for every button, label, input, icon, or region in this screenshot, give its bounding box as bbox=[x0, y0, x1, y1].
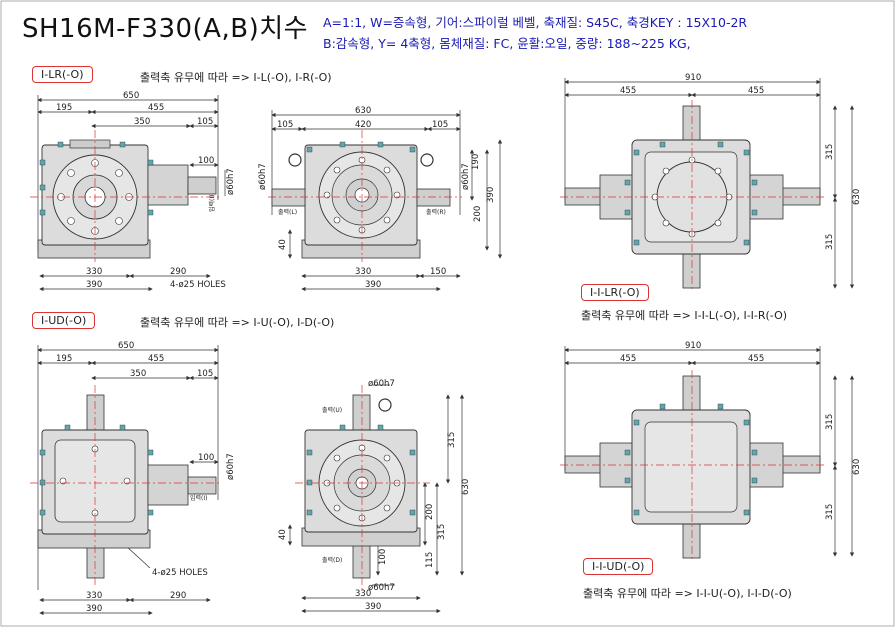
dim-left: 455 bbox=[620, 354, 636, 364]
dim-shaft: 105 bbox=[197, 117, 213, 127]
dim-right: 455 bbox=[748, 86, 764, 96]
dim-base2: 150 bbox=[430, 267, 446, 277]
dim-h630: 630 bbox=[461, 479, 471, 495]
view-tag-iilr: I-I-LR(-O) bbox=[581, 284, 649, 301]
spec-line-2: B:감속형, Y= 4축형, 몸체재질: FC, 윤활:오일, 중량: 188~… bbox=[323, 36, 691, 51]
label-input: 입력(I) bbox=[208, 195, 216, 213]
dim-h40: 40 bbox=[278, 239, 288, 250]
dim-dia: ø60h7 bbox=[226, 168, 236, 195]
dim-base3: 390 bbox=[365, 602, 381, 612]
view-tag-ilr: I-LR(-O) bbox=[32, 66, 93, 83]
dim-a: 105 bbox=[277, 120, 293, 130]
dim-h315: 315 bbox=[447, 432, 457, 448]
dim-total: 630 bbox=[355, 106, 371, 116]
dim-shaft2: 100 bbox=[198, 156, 214, 166]
dim-mid: 350 bbox=[130, 369, 146, 379]
dim-v1: 315 bbox=[825, 414, 835, 430]
dim-holes: 4-ø25 HOLES bbox=[170, 280, 226, 290]
view-note-iiud: 출력축 유무에 따라 => I-I-U(-O), I-I-D(-O) bbox=[583, 587, 792, 600]
dim-h115: 115 bbox=[425, 552, 435, 568]
dim-h100: 100 bbox=[378, 549, 388, 565]
label-out-left: 출력(L) bbox=[278, 208, 297, 216]
view-note-iud: 출력축 유무에 따라 => I-U(-O), I-D(-O) bbox=[140, 316, 335, 329]
dim-base3: 390 bbox=[365, 280, 381, 290]
view-tag-iud: I-UD(-O) bbox=[32, 312, 96, 329]
dim-left: 455 bbox=[620, 86, 636, 96]
dim-dia: ø60h7 bbox=[226, 453, 236, 480]
gearbox-view-iud-side: ø60h7 ø60h7 315 630 200 315 115 100 40 3… bbox=[278, 379, 471, 614]
dim-base3: 390 bbox=[86, 280, 102, 290]
view-tag-iiud: I-I-UD(-O) bbox=[583, 558, 654, 575]
page-title: SH16M-F330(A,B)치수 bbox=[22, 14, 309, 44]
dim-h40: 40 bbox=[278, 529, 288, 540]
dim-base1: 330 bbox=[355, 589, 371, 599]
gearbox-view-iud-front: 650 195 455 350 105 100 ø60h7 330 290 39… bbox=[30, 341, 236, 616]
dim-total: 910 bbox=[685, 341, 701, 351]
dim-total: 910 bbox=[685, 73, 701, 83]
dim-h315b: 315 bbox=[437, 524, 447, 540]
view-note-iilr: 출력축 유무에 따라 => I-I-L(-O), I-I-R(-O) bbox=[581, 309, 788, 322]
spec-line-1: A=1:1, W=증속형, 기어:스파이럴 베벨, 축재질: S45C, 축경K… bbox=[323, 15, 748, 30]
dim-shaft: 105 bbox=[197, 369, 213, 379]
gearbox-view-iiud: 910 455 455 315 315 630 bbox=[560, 341, 862, 562]
label-out-up: 출력(U) bbox=[322, 406, 342, 414]
dim-left: 195 bbox=[56, 103, 72, 113]
dim-v2: 315 bbox=[825, 504, 835, 520]
dim-v1: 315 bbox=[825, 144, 835, 160]
dim-h390: 390 bbox=[486, 187, 496, 203]
gearbox-view-iilr: 910 455 455 315 315 630 bbox=[560, 73, 862, 292]
dim-base2: 290 bbox=[170, 591, 186, 601]
dim-right: 455 bbox=[148, 103, 164, 113]
dim-mid: 350 bbox=[134, 117, 150, 127]
dim-dia-top: ø60h7 bbox=[368, 379, 395, 389]
dim-h200: 200 bbox=[425, 504, 435, 520]
dim-vtotal: 630 bbox=[852, 189, 862, 205]
dim-total: 650 bbox=[118, 341, 134, 351]
dim-h200: 200 bbox=[473, 206, 483, 222]
dim-base2: 290 bbox=[170, 267, 186, 277]
dim-dia-right: ø60h7 bbox=[461, 163, 471, 190]
dim-dia-bottom: ø60h7 bbox=[368, 583, 395, 593]
dim-total: 650 bbox=[123, 91, 139, 101]
dim-dia-left: ø60h7 bbox=[258, 163, 268, 190]
dim-base1: 330 bbox=[86, 267, 102, 277]
gearbox-view-ilr-side: 630 105 420 105 ø60h7 ø60h7 190 200 390 … bbox=[258, 106, 503, 292]
dim-c: 105 bbox=[432, 120, 448, 130]
dim-base1: 330 bbox=[355, 267, 371, 277]
dim-vtotal: 630 bbox=[852, 459, 862, 475]
dim-base3: 390 bbox=[86, 604, 102, 614]
dim-v2: 315 bbox=[825, 234, 835, 250]
view-note-ilr: 출력축 유무에 따라 => I-L(-O), I-R(-O) bbox=[140, 71, 332, 84]
label-out-right: 출력(R) bbox=[426, 208, 446, 216]
dim-holes: 4-ø25 HOLES bbox=[152, 568, 208, 578]
label-input: 입력(I) bbox=[190, 494, 208, 502]
dim-right: 455 bbox=[748, 354, 764, 364]
dim-right: 455 bbox=[148, 354, 164, 364]
dim-left: 195 bbox=[56, 354, 72, 364]
dim-h190: 190 bbox=[471, 154, 481, 170]
dim-base1: 330 bbox=[86, 591, 102, 601]
dim-shaft2: 100 bbox=[198, 453, 214, 463]
gearbox-view-ilr-front: 650 195 455 350 105 100 ø60h7 330 290 39… bbox=[30, 91, 236, 292]
label-out-down: 출력(D) bbox=[322, 556, 342, 564]
dim-b: 420 bbox=[355, 120, 371, 130]
